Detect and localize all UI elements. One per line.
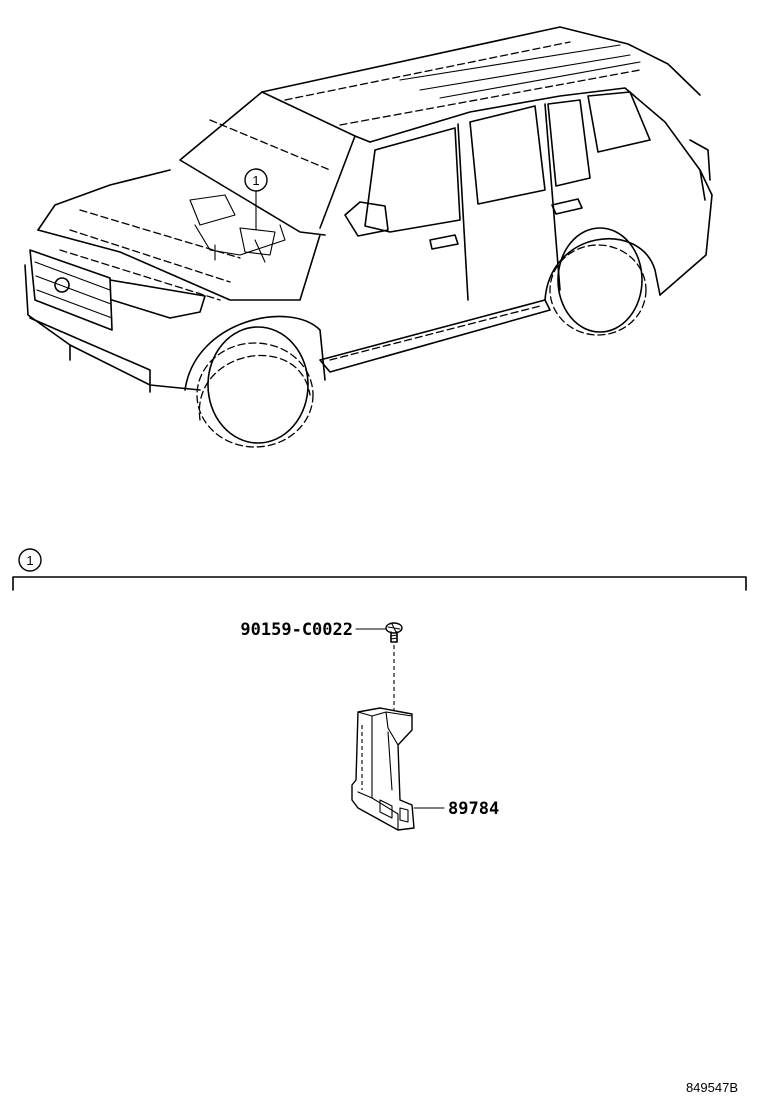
detail-section-callout: 1 xyxy=(18,548,42,572)
detail-frame xyxy=(12,576,747,591)
module-icon xyxy=(351,707,415,831)
vehicle-callout-number: 1 xyxy=(252,173,259,188)
vehicle-illustration xyxy=(24,26,713,448)
drawing-id: 849547B xyxy=(686,1080,738,1095)
screw-icon xyxy=(385,622,403,643)
detail-callout-number: 1 xyxy=(26,553,33,568)
vehicle-callout: 1 xyxy=(244,168,268,192)
module-part-number: 89784 xyxy=(448,799,499,819)
screw-part-number: 90159-C0022 xyxy=(240,620,353,640)
